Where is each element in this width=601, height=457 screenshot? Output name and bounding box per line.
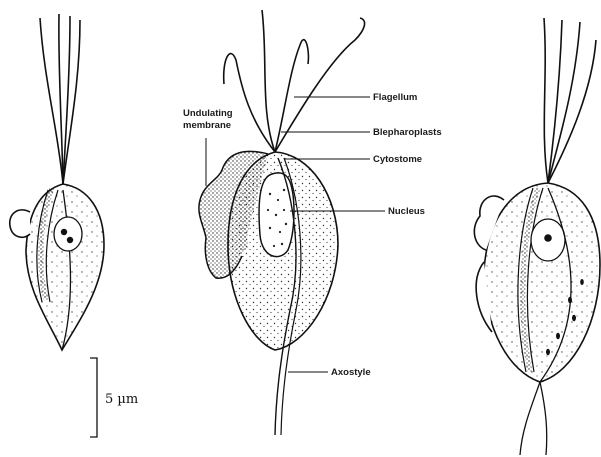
left-membrane-lobe <box>10 210 30 237</box>
right-organism <box>474 18 600 455</box>
label-nucleus: Nucleus <box>388 206 425 217</box>
scale-bar <box>90 358 97 437</box>
label-axostyle: Axostyle <box>331 367 371 378</box>
center-flagella <box>224 10 365 152</box>
right-flagella <box>544 18 596 183</box>
left-nucleus <box>54 217 82 251</box>
scale-bar-label: 5 µm <box>105 392 138 407</box>
left-organism <box>10 14 104 350</box>
label-blepharoplasts: Blepharoplasts <box>373 127 442 138</box>
label-undulating: Undulating <box>183 108 233 119</box>
label-membrane: membrane <box>183 120 231 131</box>
label-flagellum: Flagellum <box>373 92 417 103</box>
left-flagella <box>40 14 80 184</box>
label-cytostome: Cytostome <box>373 154 422 165</box>
